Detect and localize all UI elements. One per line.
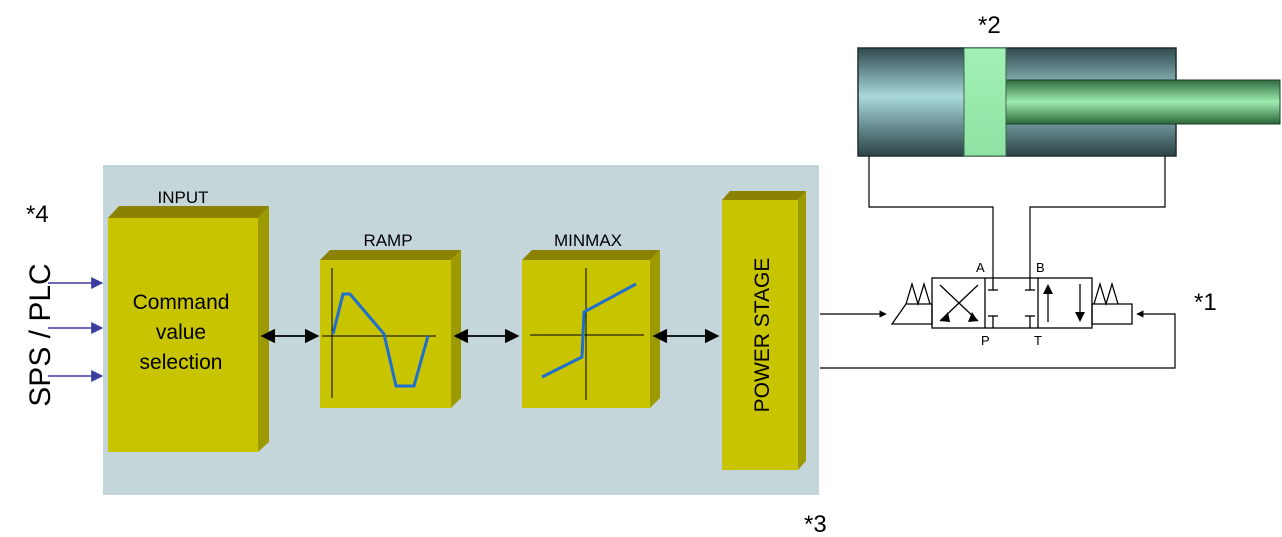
valve-port-t: T xyxy=(1034,333,1042,348)
callout-controller: *4 xyxy=(26,201,49,228)
valve-arrowhead-3 xyxy=(1043,284,1053,294)
minmax-curve xyxy=(541,282,637,379)
input-block-text-line3: selection xyxy=(140,351,223,374)
minmax-block-title: MINMAX xyxy=(554,231,622,250)
valve-arrowhead-4 xyxy=(1075,312,1085,322)
directional-valve xyxy=(890,277,1133,329)
input-block: INPUT Command value selection xyxy=(108,188,269,452)
input-block-text-line1: Command xyxy=(133,291,230,314)
ramp-block-title: RAMP xyxy=(363,231,412,250)
power-stage-title: POWER STAGE xyxy=(751,258,774,413)
input-block-title: INPUT xyxy=(158,188,209,207)
cylinder-line-a xyxy=(868,156,994,278)
power-stage-block: POWER STAGE xyxy=(722,191,806,470)
cylinder-line-b xyxy=(1029,156,1166,278)
valve-port-a: A xyxy=(976,260,985,275)
hydraulic-cylinder xyxy=(857,47,1281,157)
input-block-text-line2: value xyxy=(156,321,206,344)
valve-port-b: B xyxy=(1036,260,1045,275)
plc-label: SPS / PLC xyxy=(24,263,57,406)
callout-cylinder: *2 xyxy=(978,12,1001,39)
ramp-curve xyxy=(331,292,430,388)
power-to-valve-right xyxy=(820,310,1176,369)
callout-valve: *1 xyxy=(1194,289,1217,316)
callout-module: *3 xyxy=(804,511,827,537)
valve-port-p: P xyxy=(981,333,990,348)
valve-arrowhead-2 xyxy=(968,312,978,322)
valve-arrowhead-1 xyxy=(940,312,950,322)
minmax-block: MINMAX xyxy=(522,231,660,408)
ramp-block: RAMP xyxy=(320,231,461,408)
